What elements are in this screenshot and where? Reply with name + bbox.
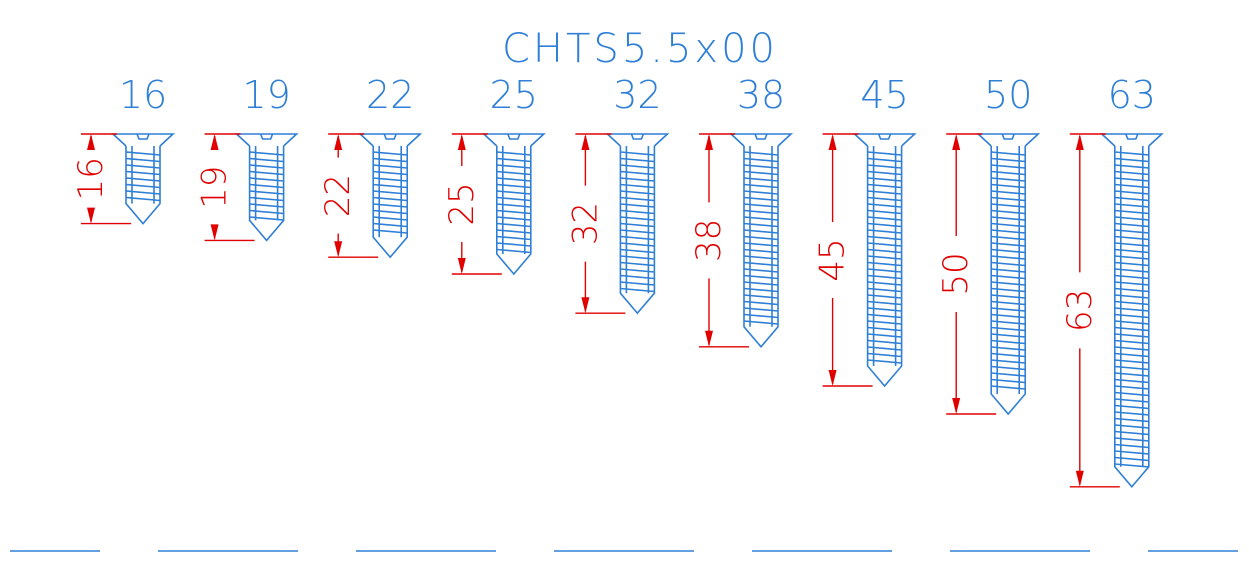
dimension-label: 22 xyxy=(318,174,358,217)
dimension-label: 38 xyxy=(689,219,729,262)
screw-outline xyxy=(358,133,423,259)
length-dimension: 45 xyxy=(813,133,873,387)
screw-outline xyxy=(481,133,546,276)
length-dimension: 25 xyxy=(442,133,502,275)
dimension-label: 16 xyxy=(71,157,111,200)
screw-size-label: 32 xyxy=(613,73,661,117)
screw-6: 38 38 xyxy=(689,73,794,349)
screw-outline xyxy=(234,133,299,242)
screw-size-label: 38 xyxy=(737,73,785,117)
screw-5: 32 32 xyxy=(565,73,670,315)
screw-outline xyxy=(728,133,794,349)
length-dimension: 32 xyxy=(565,133,626,314)
length-dimension: 16 xyxy=(71,133,131,225)
screw-outline xyxy=(605,133,670,315)
length-dimension: 50 xyxy=(936,133,997,415)
screw-size-label: 22 xyxy=(366,73,414,117)
length-dimension: 19 xyxy=(195,133,255,242)
length-dimension: 63 xyxy=(1060,133,1120,488)
screw-9: 63 63 xyxy=(1060,73,1164,489)
length-dimension: 38 xyxy=(689,133,749,348)
screw-outline xyxy=(1099,133,1164,489)
screw-size-label: 25 xyxy=(490,73,538,117)
screw-8: 50 50 xyxy=(936,73,1041,416)
screw-size-label: 50 xyxy=(984,73,1032,117)
drawing-title: CHTS5.5x00 xyxy=(502,26,778,72)
screw-size-label: 19 xyxy=(242,73,290,117)
screw-4: 25 25 xyxy=(442,73,546,276)
dimension-label: 32 xyxy=(565,202,605,245)
screw-7: 45 45 xyxy=(813,73,917,388)
dimension-label: 45 xyxy=(813,238,853,281)
dimension-label: 25 xyxy=(442,182,482,225)
screw-outline xyxy=(110,133,176,225)
screw-outline xyxy=(976,133,1041,416)
screw-size-label: 63 xyxy=(1108,73,1156,117)
dimension-label: 50 xyxy=(936,252,976,295)
screw-outline xyxy=(852,133,917,388)
screw-3: 22 22 xyxy=(318,73,423,259)
length-dimension: 22 xyxy=(318,133,379,258)
screw-size-label: 16 xyxy=(119,73,167,117)
screw-size-label: 45 xyxy=(860,73,908,117)
dimension-label: 19 xyxy=(195,166,235,209)
dimension-label: 63 xyxy=(1060,289,1100,332)
